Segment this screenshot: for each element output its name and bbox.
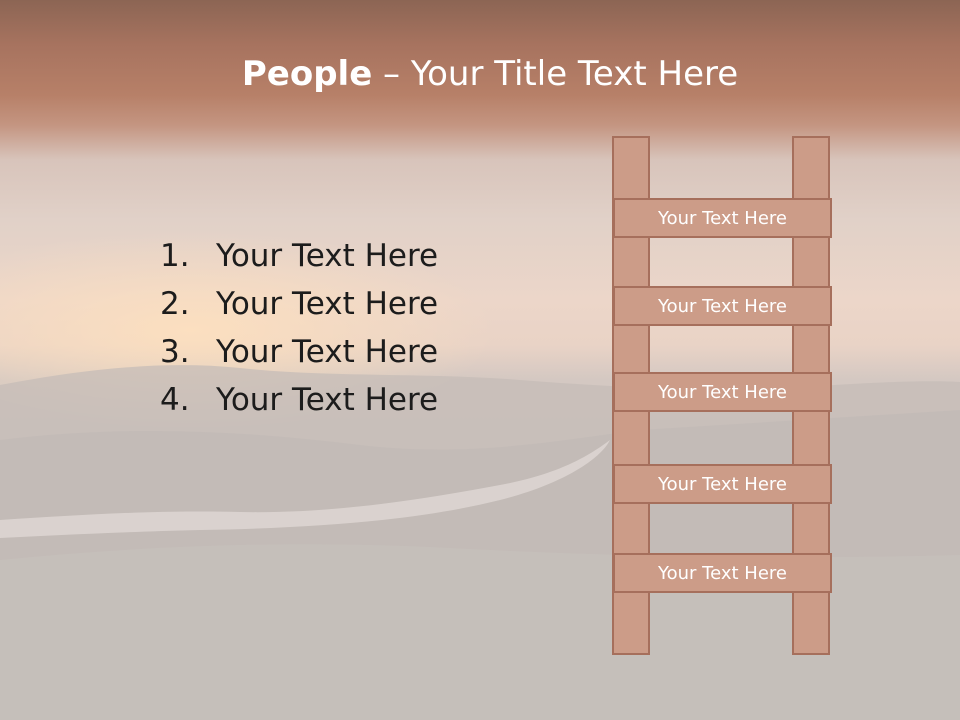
list-item: 1. Your Text Here xyxy=(160,233,438,281)
slide-title: People – Your Title Text Here xyxy=(0,52,960,96)
list-item-number: 1. xyxy=(160,238,190,274)
ladder-rung: Your Text Here xyxy=(613,286,832,326)
list-item-text: Your Text Here xyxy=(216,334,439,370)
list-item: 3. Your Text Here xyxy=(160,329,438,377)
list-item: 4. Your Text Here xyxy=(160,377,438,425)
list-item-number: 2. xyxy=(160,286,190,322)
title-rest: – Your Title Text Here xyxy=(372,54,739,94)
ladder-rung: Your Text Here xyxy=(613,372,832,412)
river xyxy=(0,440,610,538)
list-item-number: 4. xyxy=(160,382,190,418)
list-item-number: 3. xyxy=(160,334,190,370)
list-item-text: Your Text Here xyxy=(216,286,439,322)
list-item-text: Your Text Here xyxy=(216,238,439,274)
ladder-rung: Your Text Here xyxy=(613,553,832,593)
title-bold: People xyxy=(241,54,373,94)
ladder-rung: Your Text Here xyxy=(613,464,832,504)
numbered-list: 1. Your Text Here 2. Your Text Here 3. Your… xyxy=(160,233,438,425)
list-item: 2. Your Text Here xyxy=(160,281,438,329)
ladder-rung: Your Text Here xyxy=(613,198,832,238)
list-item-text: Your Text Here xyxy=(216,382,439,418)
